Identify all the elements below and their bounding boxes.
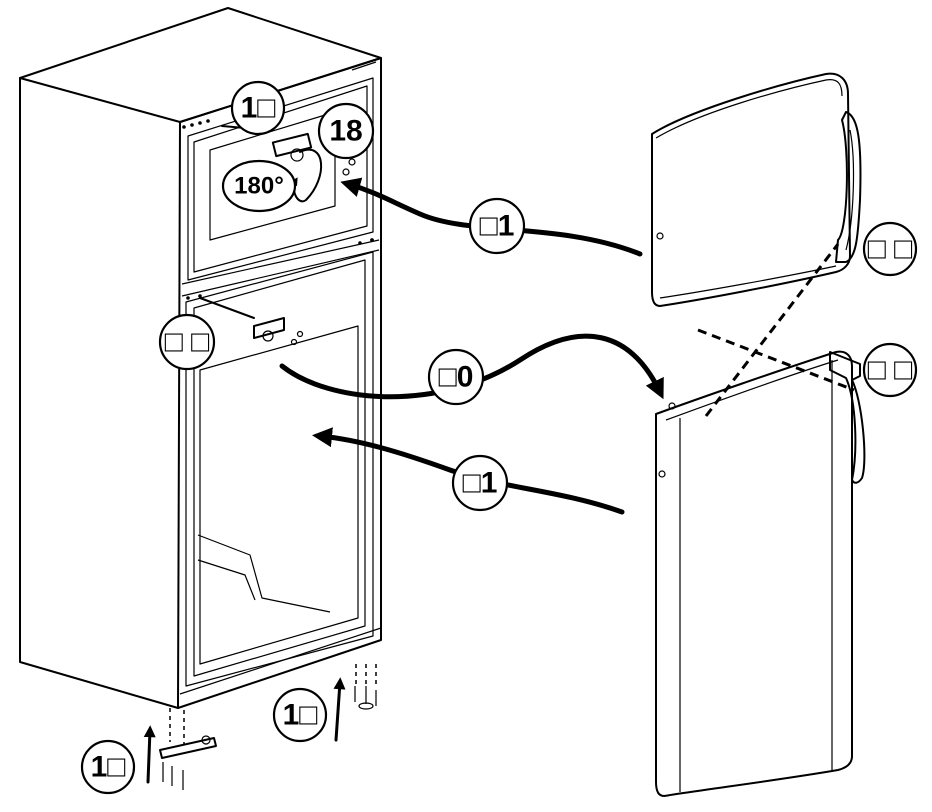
- callout-bottom-hinge-left: 1□: [80, 739, 136, 795]
- svg-text:1□: 1□: [241, 92, 277, 125]
- arrow-door-to-cabinet: [312, 427, 625, 515]
- arrow-freezer-to-cabinet: [340, 177, 643, 257]
- svg-text:□ □: □ □: [868, 354, 913, 387]
- callout-rotate-180: 180°: [221, 159, 297, 213]
- middle-hinge: [199, 297, 304, 346]
- callout-bottom-hinge-right: 1□: [272, 687, 328, 743]
- callout-fridge-door-refit: □1: [451, 454, 509, 512]
- svg-text:□1: □1: [480, 210, 515, 243]
- callout-freezer-handle: □ □: [862, 221, 918, 277]
- svg-text:180°: 180°: [234, 173, 284, 200]
- callout-hinge-pin-18: 18: [317, 102, 375, 160]
- svg-text:□ □: □ □: [165, 326, 210, 359]
- callout-middle-hinge: □ □: [158, 313, 216, 371]
- door-swap-line-2: [697, 328, 855, 392]
- svg-text:□0: □0: [439, 361, 474, 394]
- svg-text:1□: 1□: [283, 699, 319, 732]
- svg-text:18: 18: [329, 115, 362, 148]
- freezer-door: [651, 72, 862, 307]
- door-swap-line-1: [704, 243, 840, 417]
- arrow-hinge-to-fridge-door: [279, 333, 664, 400]
- svg-text:1□: 1□: [91, 751, 127, 784]
- bottom-hinges: [143, 664, 377, 790]
- callout-freezer-door-move: □1: [468, 197, 526, 255]
- callout-top-hinge: 1□: [230, 80, 286, 136]
- fridge-door: [655, 350, 866, 797]
- svg-text:□ □: □ □: [868, 233, 913, 266]
- svg-text:□1: □1: [463, 467, 498, 500]
- refrigerator-cabinet: [19, 7, 382, 709]
- callout-fridge-door-move: □0: [427, 348, 485, 406]
- callout-fridge-handle: □ □: [862, 342, 918, 398]
